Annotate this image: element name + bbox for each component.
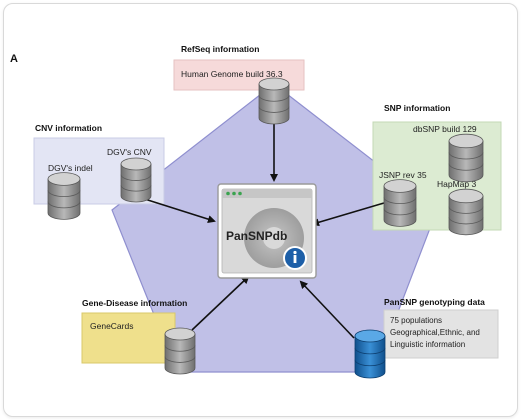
refseq-title: RefSeq information — [181, 44, 259, 54]
refseq-database-icon — [258, 77, 290, 125]
pansnp-database-icon — [354, 329, 386, 379]
snp-title: SNP information — [384, 103, 450, 113]
database-icons — [47, 77, 484, 379]
snp-item-jsnp: JSNP rev 35 — [379, 170, 427, 180]
pansnp-genotyping-title: PanSNP genotyping data — [384, 297, 485, 307]
gene-disease-title: Gene-Disease information — [82, 298, 187, 308]
snp-database-icon — [448, 188, 484, 236]
pansnpdb-diagram: A RefSeq information Human Genome build … — [10, 44, 502, 379]
window-dot-icon — [238, 191, 242, 196]
pansnp-genotyping-line-3: Linguistic information — [390, 340, 465, 349]
pansnp-genotyping-box — [383, 309, 499, 359]
pansnpdb-center: PanSNPdb — [217, 183, 317, 279]
snp-database-icon — [383, 179, 417, 227]
snp-item-hapmap: HapMap 3 — [437, 179, 476, 189]
refseq-item: Human Genome build 36.3 — [181, 69, 283, 79]
arrow-gene-to-center — [191, 275, 250, 331]
cnv-database-icon — [120, 157, 152, 203]
pansnp-genotyping-line-1: 75 populations — [390, 316, 442, 325]
arrows — [131, 124, 385, 339]
snp-database-icon — [448, 133, 484, 183]
gene-disease-box — [81, 312, 176, 364]
gene-disease-item: GeneCards — [90, 321, 133, 331]
center-window-titlebar — [222, 189, 312, 198]
info-icon — [283, 246, 307, 270]
pansnp-genotyping-line-2: Geographical,Ethnic, and — [390, 328, 480, 337]
snp-item-dbsnp: dbSNP build 129 — [413, 124, 477, 134]
gene-disease-database-icon — [164, 327, 196, 375]
window-dot-icon — [226, 191, 230, 196]
cnv-item-dgv-cnv: DGV's CNV — [107, 147, 152, 157]
arrow-pansnp-to-center — [299, 280, 355, 339]
window-dot-icon — [232, 191, 236, 196]
arrow-snp-to-center — [311, 202, 385, 227]
cnv-item-dgv-indel: DGV's indel — [48, 163, 93, 173]
cnv-title: CNV information — [35, 123, 102, 133]
cnv-database-icon — [47, 172, 81, 220]
pansnp-genotyping-source: PanSNP genotyping data 75 populations Ge… — [383, 297, 499, 359]
center-title: PanSNPdb — [226, 229, 287, 243]
gene-disease-source: Gene-Disease information GeneCards — [81, 298, 187, 364]
panel-label: A — [10, 53, 18, 65]
figure-frame: A RefSeq information Human Genome build … — [3, 3, 518, 417]
